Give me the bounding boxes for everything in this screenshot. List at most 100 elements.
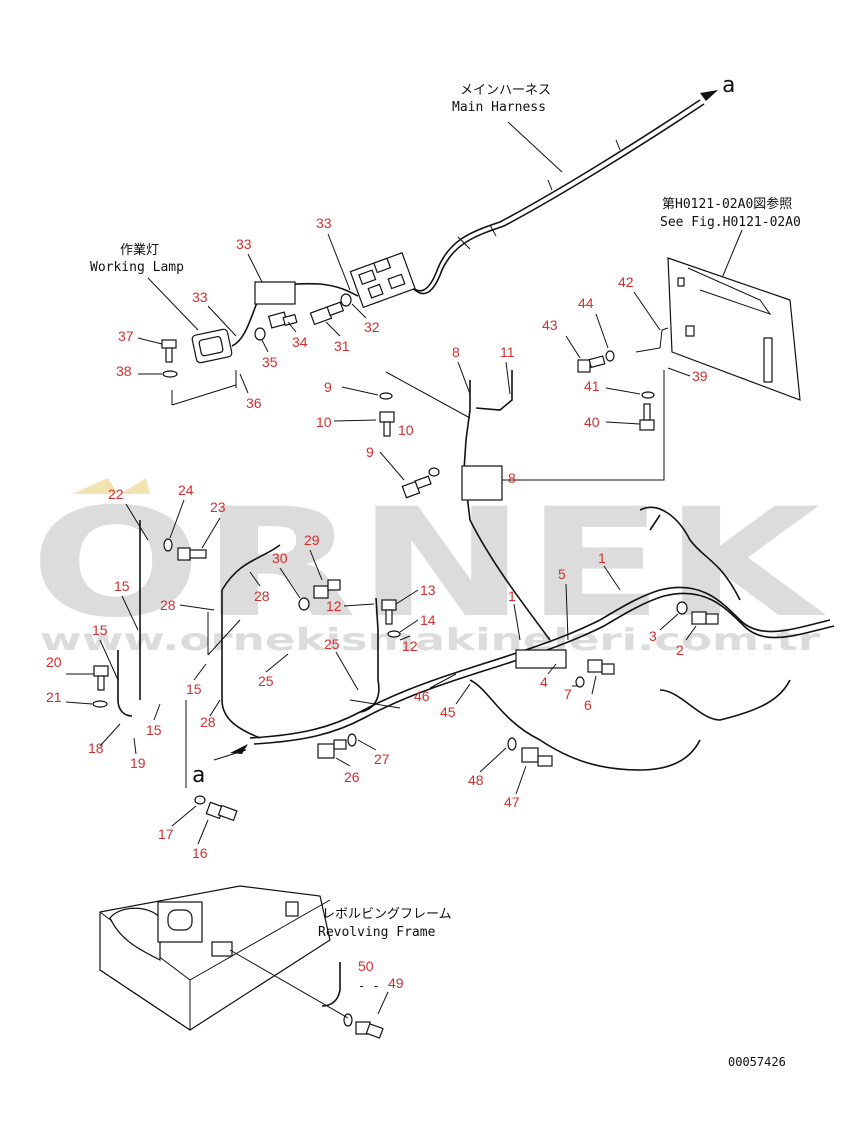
bolt-6 [587, 659, 615, 675]
callout-9: 9 [366, 444, 374, 460]
washer-27 [347, 733, 357, 747]
leader-lines [65, 233, 697, 1015]
callout-20: 20 [46, 654, 62, 670]
callout-14: 14 [420, 612, 436, 628]
washer-9-bottom [428, 467, 440, 477]
arrow-a-top-label: a [722, 73, 735, 98]
wire-clip-8 [461, 465, 503, 501]
callout-39: 39 [692, 368, 708, 384]
callout-13: 13 [420, 582, 436, 598]
bolt-40 [639, 403, 655, 431]
washer-30 [298, 597, 310, 611]
bolt-16 [205, 801, 238, 822]
washer-44 [605, 350, 615, 362]
washer-3 [676, 601, 688, 615]
callout-25: 25 [258, 673, 274, 689]
callout-23: 23 [210, 499, 226, 515]
bolt-49 [355, 1021, 384, 1039]
cable-8-group [379, 370, 551, 641]
callout-22: 22 [108, 486, 124, 502]
washer-50 [343, 1013, 353, 1027]
callout-35: 35 [262, 354, 278, 370]
callout-28: 28 [200, 714, 216, 730]
callout-33: 33 [236, 236, 252, 252]
callout-49: 49 [388, 975, 404, 991]
see-fig-jp-label: 第H0121-02A0図参照 [662, 196, 792, 212]
callout-40: 40 [584, 414, 600, 430]
arrow-a-bottom-head [230, 744, 248, 754]
callout-33: 33 [316, 215, 332, 231]
bolt-29 [313, 579, 341, 599]
callout-38: 38 [116, 363, 132, 379]
bolt-20 [93, 665, 109, 691]
control-box: 第H0121-02A0図参照 See Fig.H0121-02A0 [480, 196, 801, 481]
see-fig-en-label: See Fig.H0121-02A0 [660, 215, 801, 230]
connector-block [349, 252, 416, 309]
callout-separator: - - [358, 979, 380, 993]
callout-29: 29 [304, 532, 320, 548]
callout-46: 46 [414, 688, 430, 704]
callout-24: 24 [178, 482, 194, 498]
callout-50: 50 [358, 958, 374, 974]
callout-1: 1 [598, 550, 606, 566]
callout-31: 31 [334, 338, 350, 354]
working-lamp [191, 328, 233, 364]
bolt-23 [177, 547, 207, 561]
bolt-47 [521, 747, 553, 767]
revolving-frame-en-label: Revolving Frame [318, 925, 436, 940]
callout-8: 8 [452, 344, 460, 360]
working-lamp-jp-label: 作業灯 [120, 242, 159, 258]
callout-28: 28 [160, 597, 176, 613]
lower-harness: a [117, 506, 835, 788]
washer-7 [575, 676, 585, 688]
callout-30: 30 [272, 550, 288, 566]
washer-24 [163, 538, 173, 552]
bolt-13 [381, 599, 397, 625]
watermark-url: www.ornekismakineleri.com.tr [40, 623, 820, 658]
callout-21: 21 [46, 689, 62, 705]
callout-15: 15 [146, 722, 162, 738]
callout-15: 15 [114, 578, 130, 594]
callout-44: 44 [578, 295, 594, 311]
main-harness: メインハーネス Main Harness a [349, 73, 735, 309]
callout-42: 42 [618, 274, 634, 290]
working-lamp-en-label: Working Lamp [90, 260, 184, 275]
bolt-10 [379, 411, 395, 437]
callout-43: 43 [542, 317, 558, 333]
washer-32 [340, 293, 352, 307]
lower-bolts [92, 538, 719, 822]
callout-48: 48 [468, 772, 484, 788]
drawing-number: 00057426 [728, 1055, 786, 1069]
callout-18: 18 [88, 740, 104, 756]
callout-7: 7 [564, 686, 572, 702]
bolt-37 [161, 339, 177, 363]
callout-10: 10 [316, 414, 332, 430]
callout-17: 17 [158, 826, 174, 842]
bolt-2 [691, 611, 719, 625]
watermark: ORNEK www.ornekismakineleri.com.tr [30, 477, 826, 658]
callout-28: 28 [254, 588, 270, 604]
watermark-accent-right [120, 478, 150, 494]
callout-26: 26 [344, 769, 360, 785]
arrow-a-top-head [700, 90, 718, 101]
washer-35 [254, 327, 266, 341]
callout-33: 33 [192, 289, 208, 305]
callout-19: 19 [130, 755, 146, 771]
bolt-43 [577, 355, 606, 373]
callout-47: 47 [504, 794, 520, 810]
main-harness-jp-label: メインハーネス [460, 83, 551, 98]
callout-15: 15 [186, 681, 202, 697]
washer-21 [92, 700, 108, 708]
revolving-frame: レボルビングフレーム Revolving Frame [99, 885, 452, 1039]
callout-12: 12 [326, 598, 342, 614]
washer-14 [387, 630, 401, 638]
callout-32: 32 [364, 319, 380, 335]
callout-5: 5 [558, 566, 566, 582]
callout-11: 11 [500, 344, 515, 360]
callout-6: 6 [584, 697, 592, 713]
callout-3: 3 [649, 628, 657, 644]
washer-17 [194, 795, 206, 805]
bolt-9 [401, 475, 432, 499]
wire-clip-33 [254, 281, 296, 305]
